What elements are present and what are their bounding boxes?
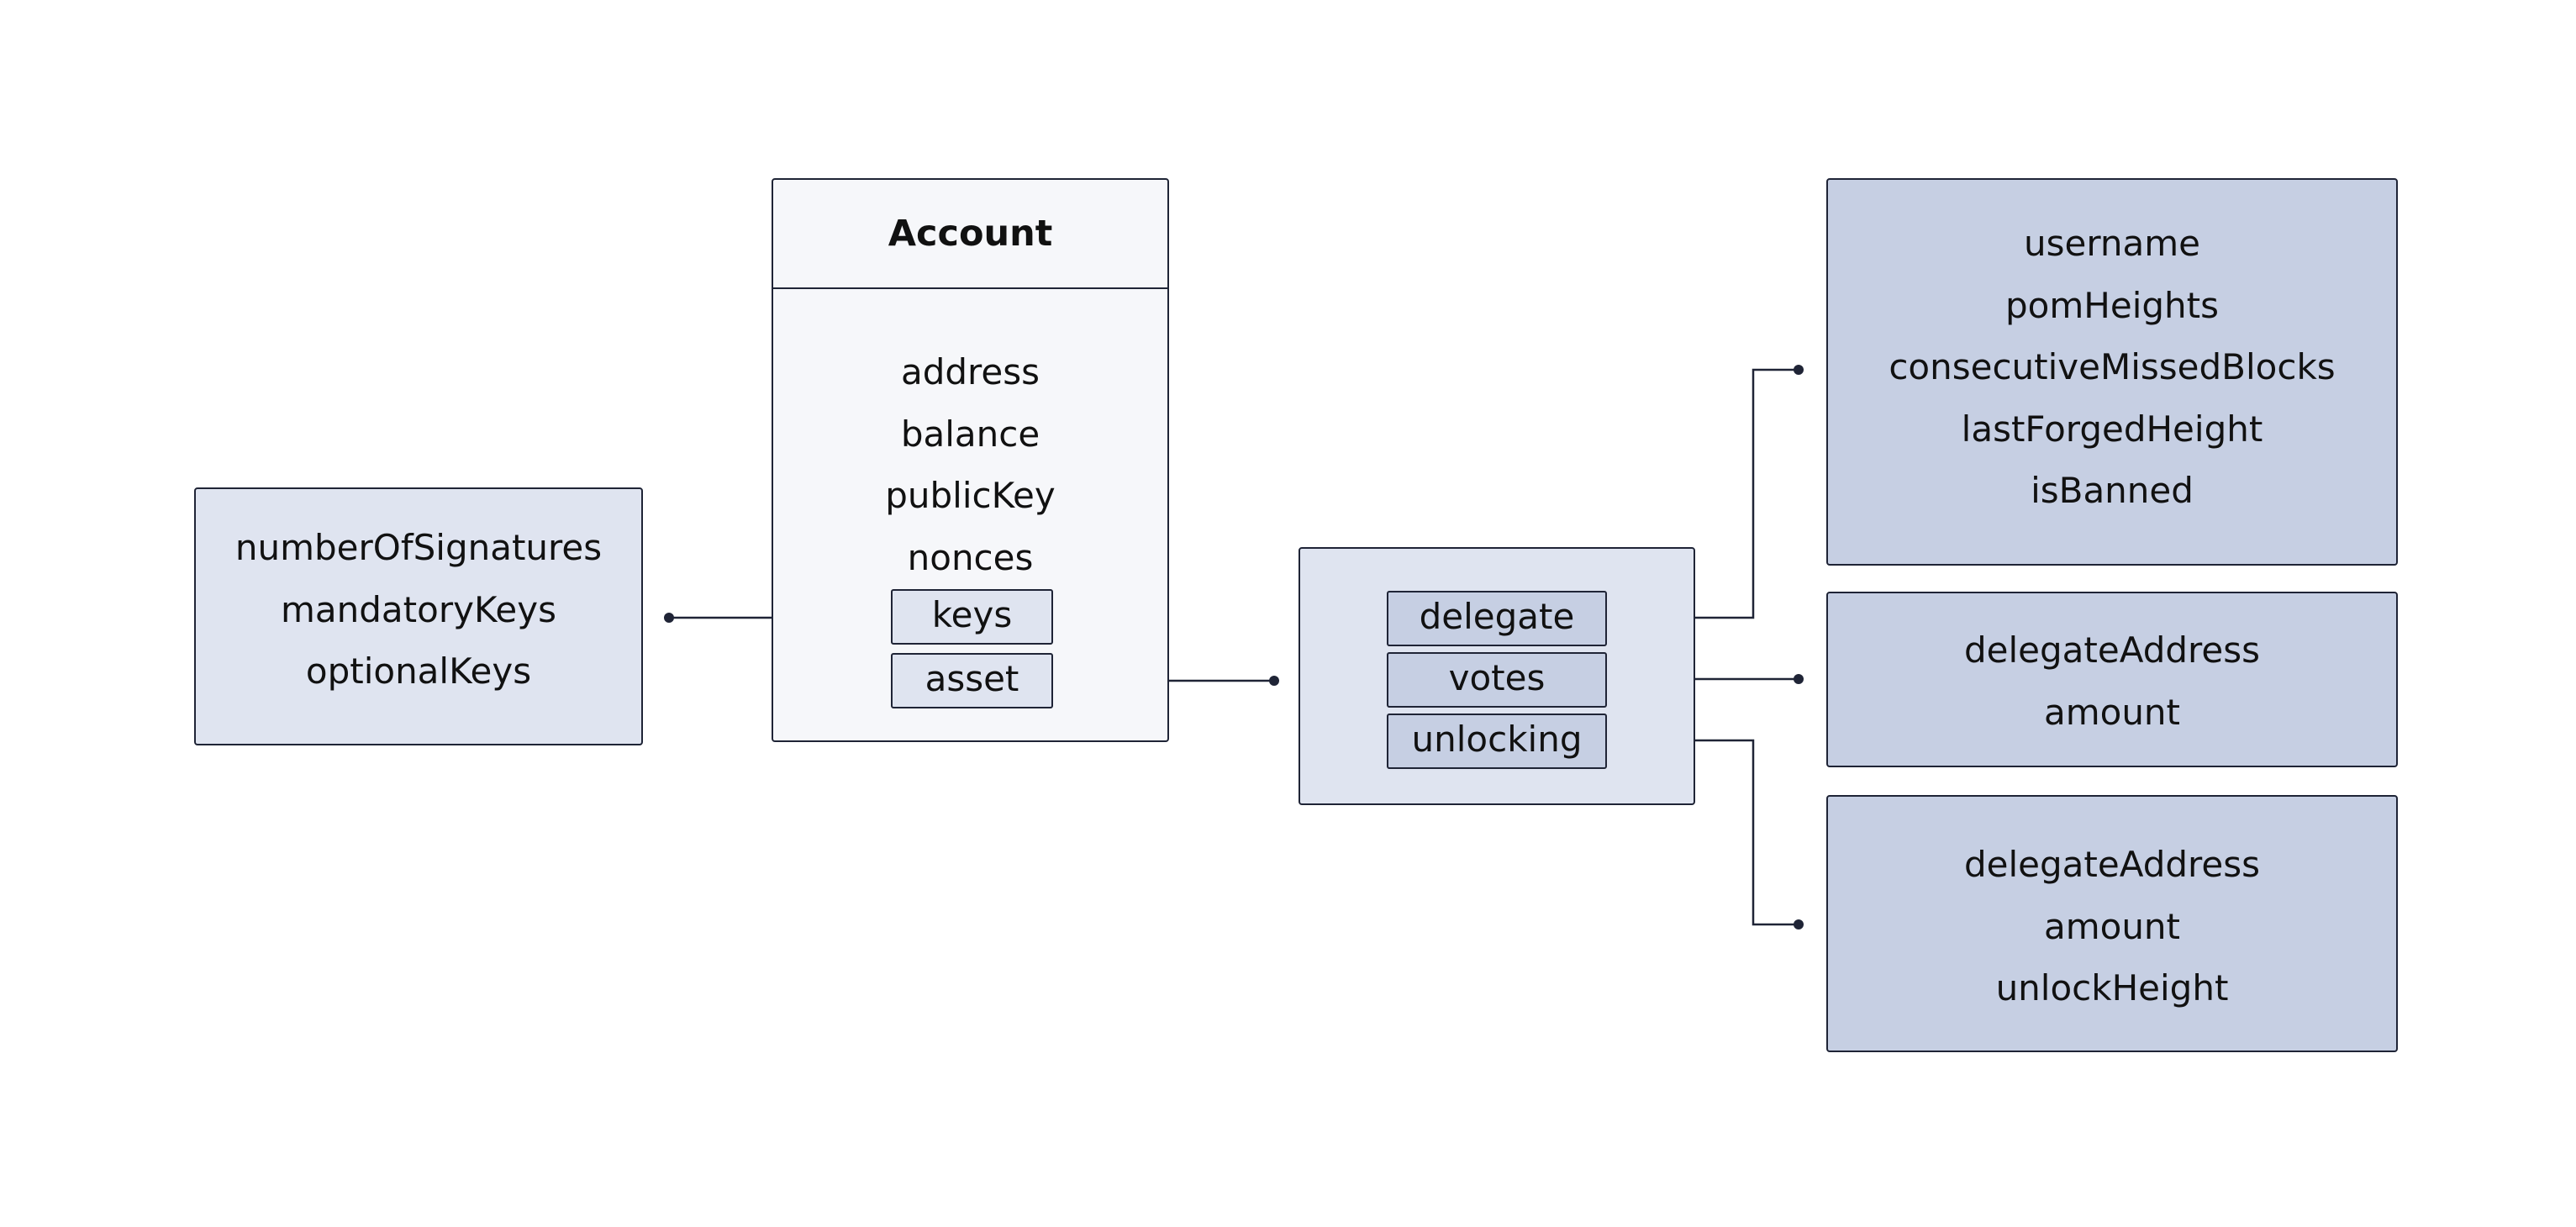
asset-connector-dot	[1269, 676, 1279, 686]
field-unlockHeight: unlockHeight	[1995, 967, 2229, 1008]
delegate-connector-dot	[1794, 365, 1804, 375]
unlocking-schema-box: delegateAddress amount unlockHeight	[1826, 795, 2398, 1052]
unlocking-chip: unlocking	[1387, 714, 1607, 769]
delegate-chip: delegate	[1387, 591, 1607, 646]
votes-chip: votes	[1387, 652, 1607, 708]
votes-schema-box: delegateAddress amount	[1826, 592, 2398, 767]
field-mandatoryKeys: mandatoryKeys	[281, 588, 556, 630]
keys-chip: keys	[891, 589, 1053, 645]
field-optionalKeys: optionalKeys	[305, 650, 532, 692]
delegate-fields: username pomHeights consecutiveMissedBlo…	[1828, 213, 2396, 522]
unlocking-connector-dot	[1794, 919, 1804, 929]
field-lastForgedHeight: lastForgedHeight	[1961, 408, 2263, 450]
field-username: username	[2024, 223, 2200, 264]
field-isBanned: isBanned	[2031, 470, 2194, 511]
asset-schema-box: delegate votes unlocking	[1299, 547, 1695, 805]
field-numberOfSignatures: numberOfSignatures	[234, 527, 603, 568]
keys-schema-fields: numberOfSignatures mandatoryKeys optiona…	[196, 517, 641, 703]
unlocking-fields: delegateAddress amount unlockHeight	[1828, 834, 2396, 1019]
account-schema-box: Account address balance publicKey nonces…	[772, 178, 1169, 742]
field-balance: balance	[900, 413, 1040, 455]
keys-schema-box: numberOfSignatures mandatoryKeys optiona…	[194, 487, 643, 745]
votes-connector-dot	[1794, 674, 1804, 684]
field-amount: amount	[2043, 691, 2181, 733]
field-delegateAddress: delegateAddress	[1964, 629, 2260, 671]
field-nonces: nonces	[907, 536, 1034, 578]
field-address: address	[900, 351, 1040, 392]
asset-chip: asset	[891, 653, 1053, 708]
field-publicKey: publicKey	[885, 475, 1056, 516]
delegate-schema-box: username pomHeights consecutiveMissedBlo…	[1826, 178, 2398, 566]
field-pomHeights: pomHeights	[2005, 284, 2219, 326]
field-amount: amount	[2043, 905, 2181, 947]
account-fields: address balance publicKey nonces	[773, 341, 1167, 588]
field-delegateAddress: delegateAddress	[1964, 844, 2260, 885]
keys-connector-dot	[664, 613, 674, 623]
account-title: Account	[773, 180, 1167, 289]
field-consecutiveMissedBlocks: consecutiveMissedBlocks	[1889, 346, 2336, 387]
votes-fields: delegateAddress amount	[1828, 619, 2396, 743]
